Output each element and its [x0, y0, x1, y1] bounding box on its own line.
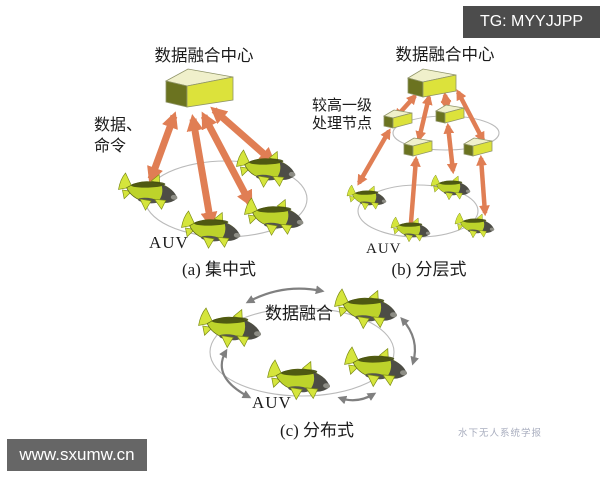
diagram-c-caption: (c) 分布式 [279, 421, 355, 440]
site-url-watermark-badge: www.sxumw.cn [7, 439, 147, 471]
diagram-a-title: 数据融合中心 [154, 46, 254, 65]
tg-watermark-badge: TG: MYYJJPP [463, 6, 600, 38]
side-label-line1: 较高一级 [312, 98, 373, 114]
auv-icon [453, 211, 496, 241]
diagram-b-caption: (b) 分层式 [391, 260, 467, 279]
diagram-a-group [116, 68, 308, 252]
diagram-b-side-label: 较高一级 处理节点 [312, 97, 372, 133]
auv-icon [342, 343, 410, 391]
peer-link-arrows-c [219, 285, 419, 405]
auv-icon [429, 173, 472, 203]
diagram-a-auv-label: AUV [149, 233, 189, 252]
diagram-c-group [196, 285, 419, 405]
side-label-line1: 数据、 [94, 117, 143, 134]
data-link-arrows-a [147, 106, 276, 229]
diagram-a-side-label: 数据、 命令 [94, 115, 142, 157]
diagram-c-center-label: 数据融合 [265, 304, 333, 323]
diagram-b-auv-label: AUV [366, 241, 402, 257]
fusion-center-box-b [406, 68, 457, 98]
processing-node-box-2 [434, 104, 465, 124]
data-link-arrows-b [357, 89, 490, 239]
auv-icon [345, 183, 388, 213]
side-label-line2: 命令 [94, 138, 127, 155]
diagram-b-title: 数据融合中心 [395, 45, 495, 64]
diagram-b-group [345, 68, 500, 245]
processing-node-box-4 [462, 137, 493, 157]
auv-icon [242, 195, 306, 239]
fusion-center-box-a [164, 68, 234, 108]
diagram-a-caption: (a) 集中式 [181, 260, 257, 279]
auv-icon [196, 304, 264, 352]
diagram-c-auv-label: AUV [252, 393, 292, 412]
processing-node-box-1 [382, 109, 413, 129]
journal-watermark: 水下无人系统学报 [458, 428, 543, 439]
processing-node-box-3 [402, 137, 433, 157]
auv-icon [332, 285, 400, 333]
formation-ellipse-c [209, 307, 395, 397]
side-label-line2: 处理节点 [312, 116, 373, 132]
